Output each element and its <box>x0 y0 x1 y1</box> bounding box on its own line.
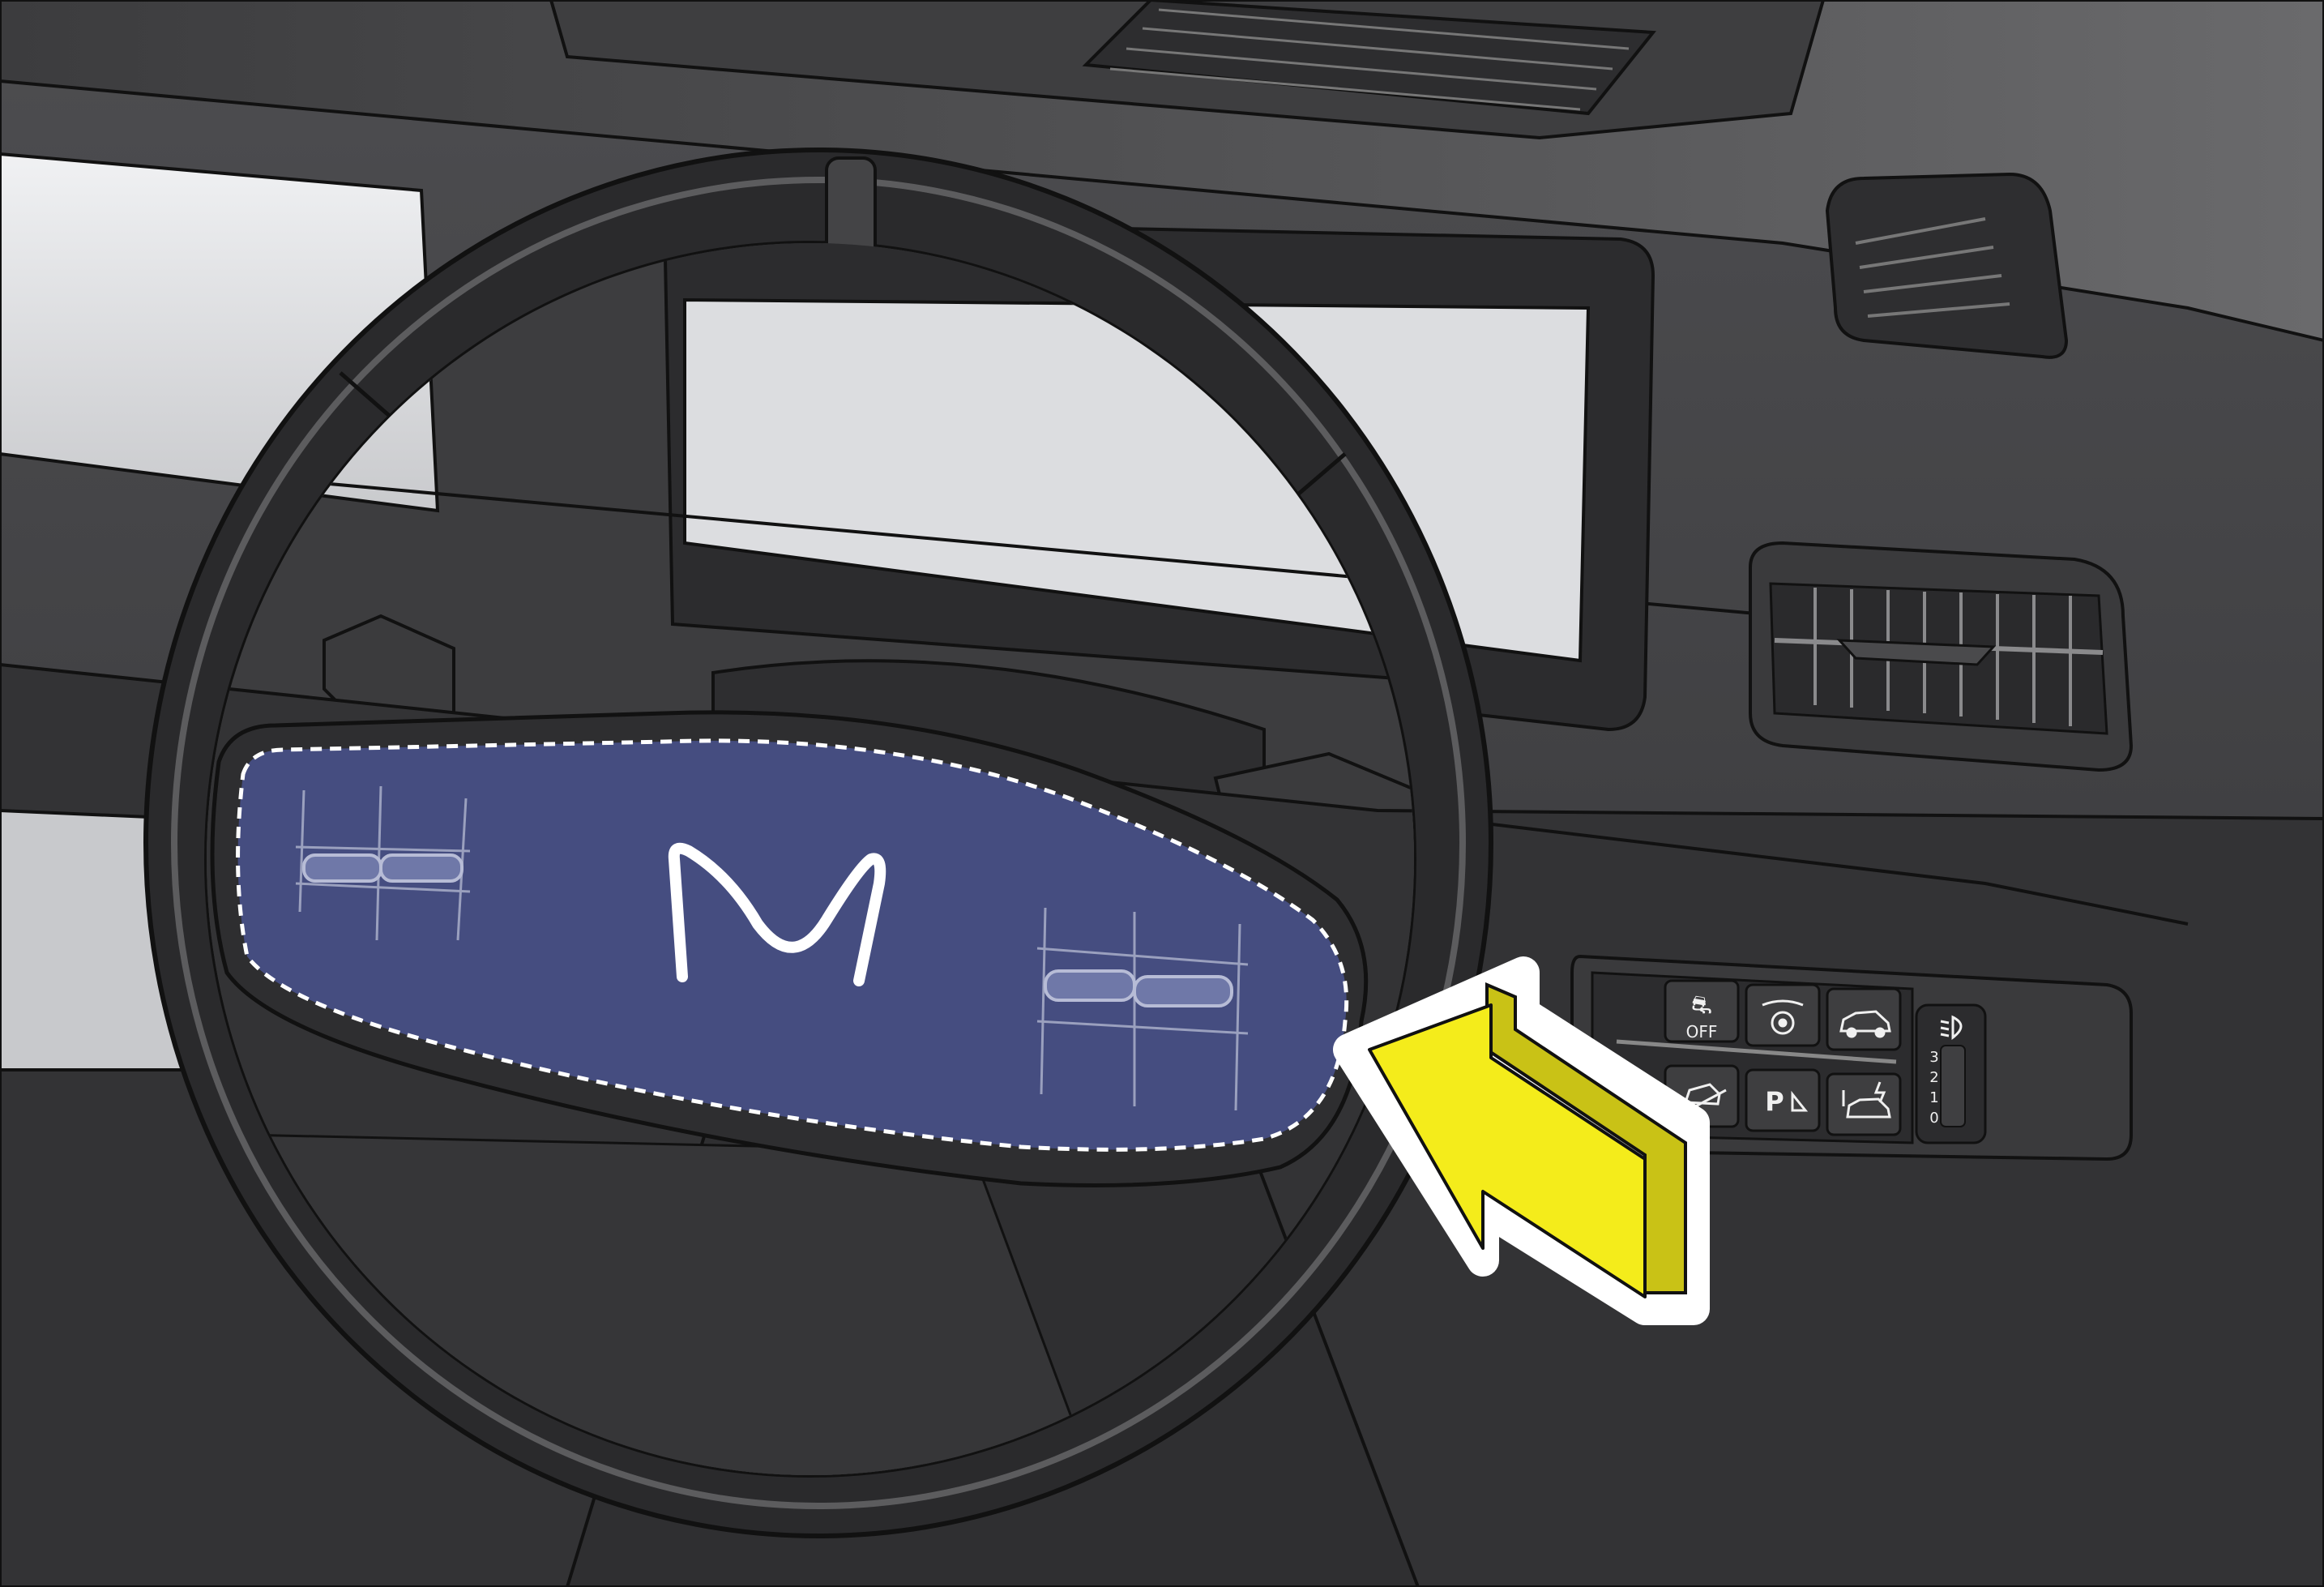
right-scroll-buttons[interactable] <box>1044 969 1233 1007</box>
callout-arrow-face <box>1368 1003 1647 1298</box>
switch-key-front-camera[interactable] <box>1745 983 1821 1047</box>
dial-mark-1: 1 <box>1929 1089 1938 1106</box>
switch-key-charge[interactable] <box>1826 1072 1902 1136</box>
charge-icon <box>1842 1081 1891 1119</box>
dial-mark-2: 2 <box>1929 1069 1938 1086</box>
front-camera-icon <box>1762 999 1804 1035</box>
traction-off-label: OFF <box>1686 1022 1718 1042</box>
headlamp-icon <box>1940 1015 1963 1041</box>
center-vent-knob <box>1836 639 1997 666</box>
switch-key-vehicle-view[interactable] <box>1826 987 1902 1051</box>
center-vent-slats <box>1109 8 1630 111</box>
switch-key-park-assist[interactable]: P <box>1745 1068 1821 1132</box>
right-button-cluster <box>1036 907 1249 1111</box>
brand-logo-icon <box>668 842 886 986</box>
headlamp-leveling-dial[interactable]: 3 2 1 0 <box>1915 1003 1987 1144</box>
callout-arrow-icon <box>1333 956 1710 1325</box>
callout-arrow-side <box>1485 982 1687 1294</box>
dial-mark-3: 3 <box>1929 1049 1938 1066</box>
dashboard-trim-line-2 <box>1377 809 2189 926</box>
dial-wheel[interactable] <box>1940 1045 1966 1127</box>
steering-hub <box>210 710 1369 1187</box>
switch-bank-divider <box>1616 1039 1897 1064</box>
dial-mark-0: 0 <box>1929 1110 1938 1127</box>
side-vent-upper <box>1825 172 2069 359</box>
park-assist-icon: P <box>1765 1086 1784 1117</box>
center-vent-top <box>1082 0 1656 116</box>
park-assist-wave <box>1791 1090 1809 1112</box>
side-vent-upper-slats <box>1855 217 2010 318</box>
vehicle-view-icon <box>1839 1010 1891 1038</box>
left-scroll-buttons[interactable] <box>302 853 464 883</box>
switch-key-traction-off[interactable]: ⛐ OFF <box>1664 979 1740 1043</box>
traction-control-off-icon: ⛐ <box>1691 991 1712 1020</box>
rim-seam-right <box>1287 452 1347 504</box>
steering-wheel-rim-highlight <box>171 177 1466 1509</box>
